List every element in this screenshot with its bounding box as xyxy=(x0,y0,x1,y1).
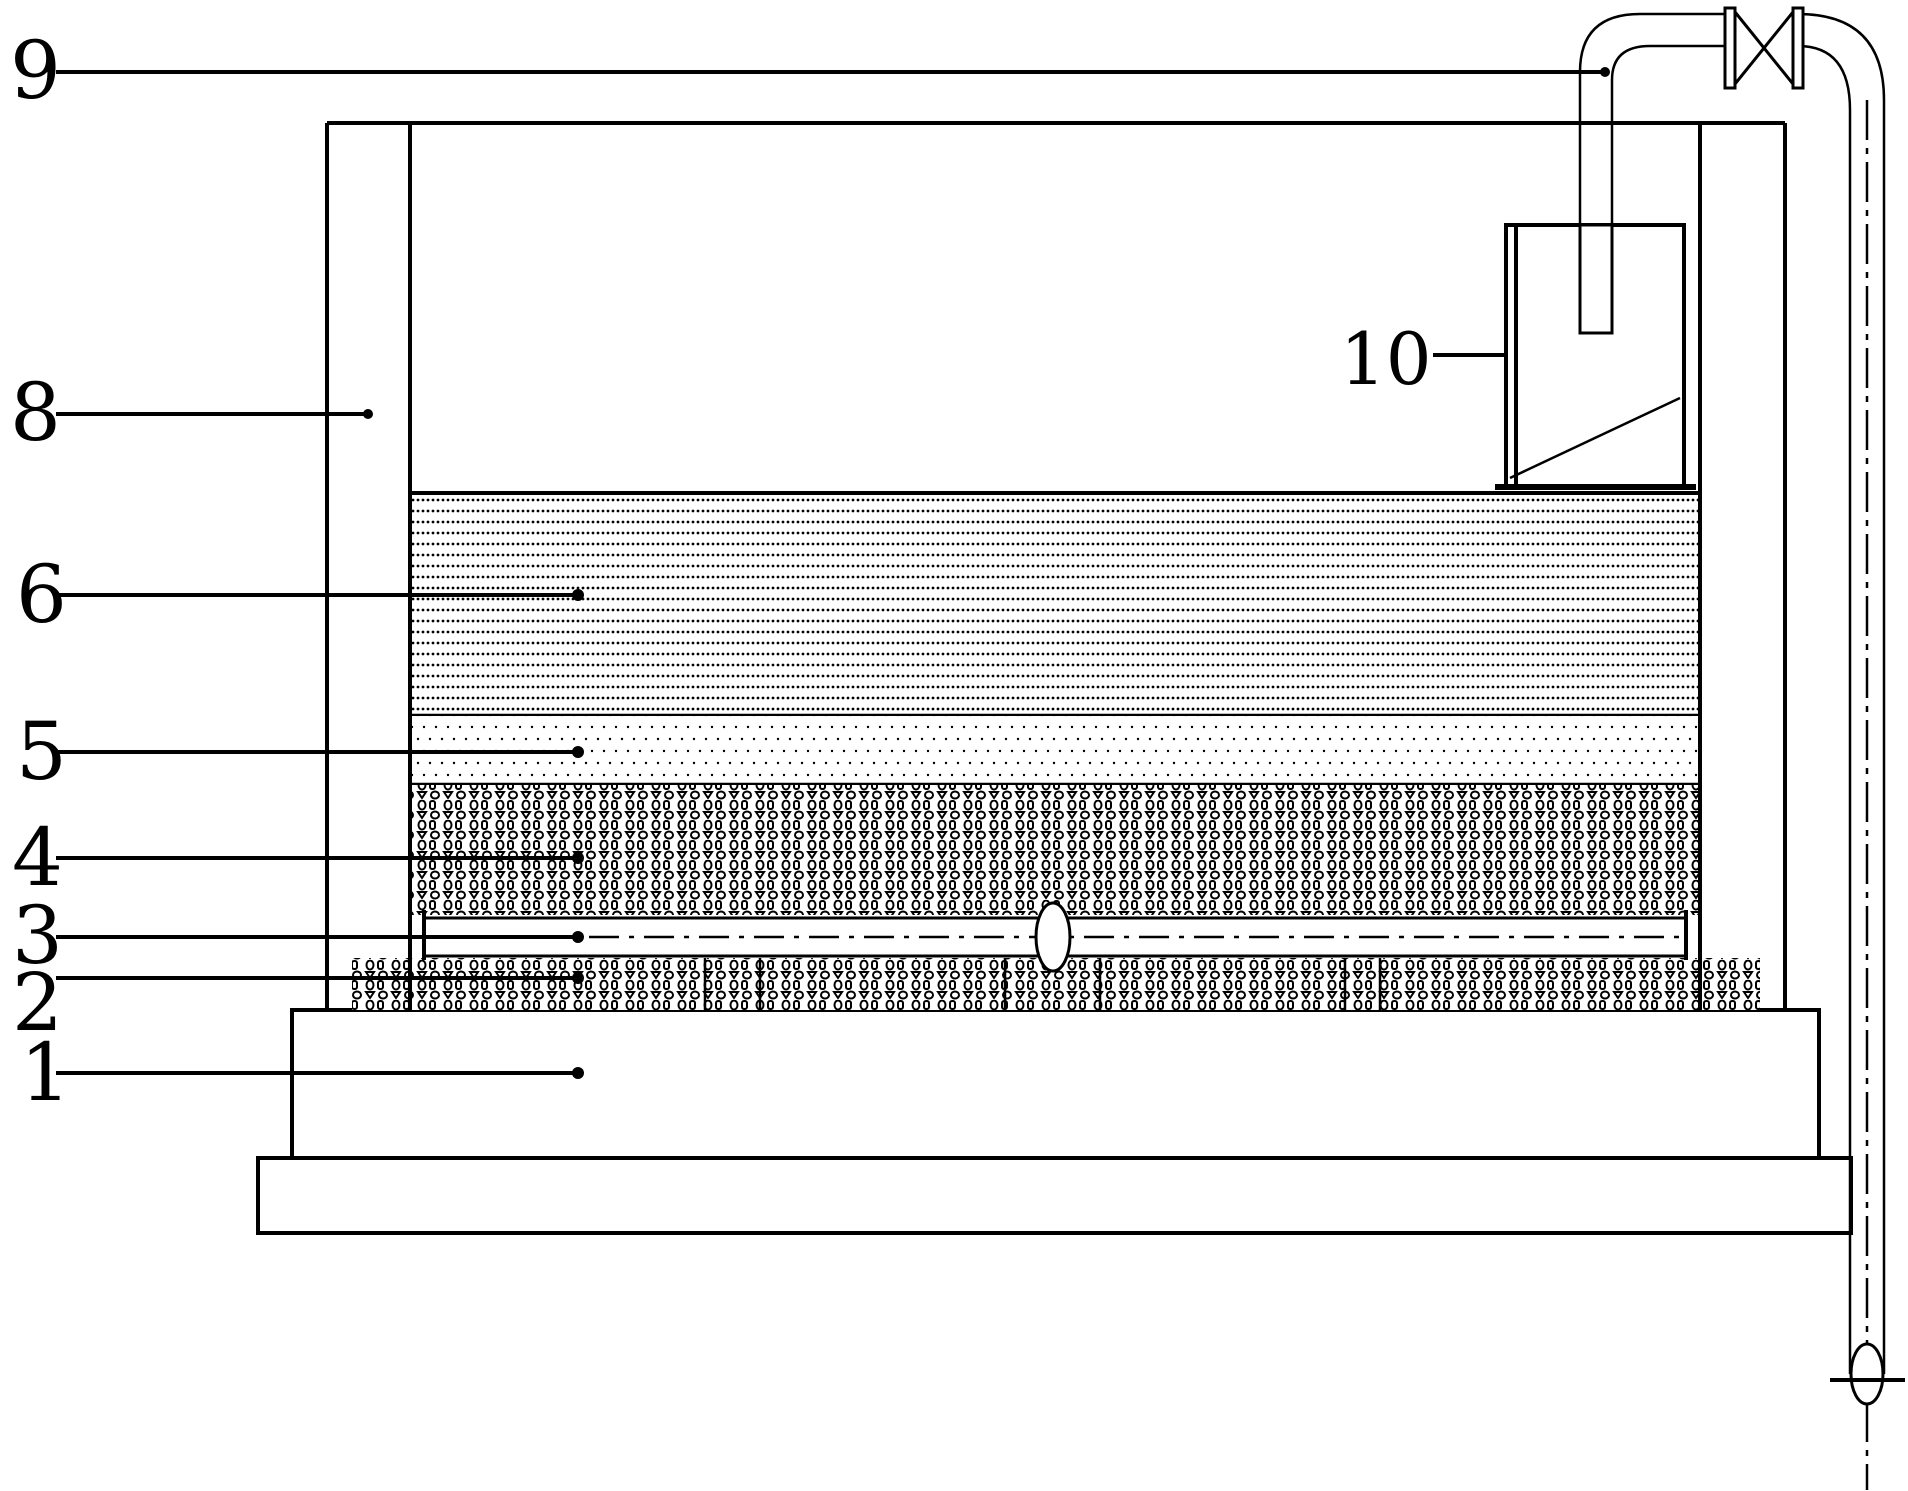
callout-10: 10 xyxy=(1340,317,1432,401)
callout-4: 4 xyxy=(12,811,63,904)
callout-2: 2 xyxy=(12,956,63,1049)
outer-frame xyxy=(325,121,1787,1010)
callout-labels: 9 8 6 5 4 3 2 1 10 xyxy=(10,24,1432,1119)
medium-media-layer xyxy=(412,716,1698,784)
upper-base-slab xyxy=(290,1008,1821,1160)
callout-3: 3 xyxy=(12,889,63,982)
valve-icon xyxy=(1723,6,1805,90)
callout-5: 5 xyxy=(16,705,67,798)
outlet-pipe xyxy=(1578,12,1905,1490)
fine-media-layer xyxy=(412,493,1698,715)
callout-6: 6 xyxy=(16,548,67,641)
leader-lines xyxy=(56,67,1610,1079)
lower-base-slab xyxy=(256,1156,1853,1235)
callout-8: 8 xyxy=(10,366,61,459)
inlet-box xyxy=(1495,223,1696,490)
gravel-layer xyxy=(412,785,1698,915)
callout-9: 9 xyxy=(10,24,61,117)
callout-1: 1 xyxy=(20,1026,71,1119)
support-layer-joints xyxy=(703,958,1382,1010)
